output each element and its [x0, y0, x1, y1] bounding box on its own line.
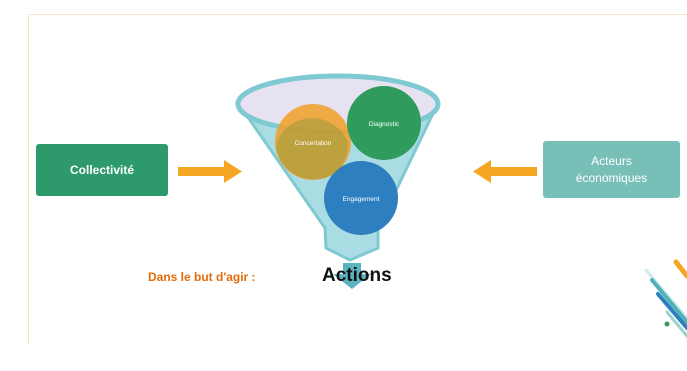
slide-frame	[28, 14, 687, 344]
purpose-caption: Dans le but d'agir :	[148, 270, 256, 284]
actions-result: Actions	[322, 265, 392, 286]
diagnostic-circle	[347, 86, 421, 160]
arrow-right-to-funnel	[473, 160, 537, 183]
decorative-stripes	[644, 259, 687, 338]
diagnostic-label: Diagnostic	[369, 121, 400, 128]
collectivite-label: Collectivité	[69, 162, 135, 177]
concertation-circle	[275, 104, 351, 180]
engagement-circle	[324, 161, 398, 235]
concertation-label: Concertation	[295, 140, 332, 147]
acteurs-economiques-box: Acteurs économiques	[543, 141, 680, 198]
down-arrow	[333, 263, 371, 289]
arrow-left-to-funnel	[178, 160, 242, 183]
collectivite-box: Collectivité	[36, 144, 168, 196]
acteurs-label-line1: Acteurs	[591, 154, 632, 169]
acteurs-label-line2: économiques	[575, 170, 648, 185]
circle-overlap	[276, 118, 349, 180]
engagement-label: Engagement	[343, 196, 380, 203]
